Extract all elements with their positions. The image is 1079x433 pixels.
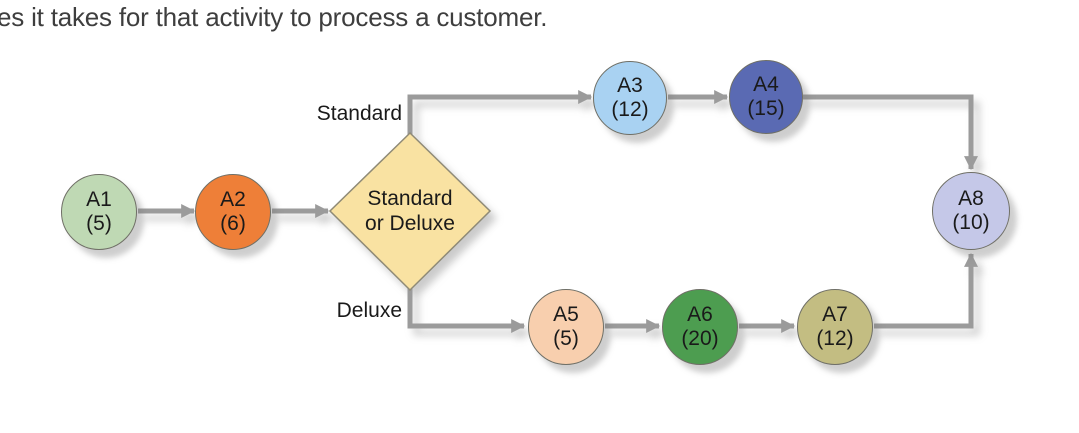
branch-label-standard: Standard	[316, 102, 402, 125]
node-a8-time: (10)	[952, 211, 990, 234]
edge-a4-a8	[803, 94, 978, 171]
node-a1: A1 (5)	[61, 174, 137, 250]
node-a3: A3 (12)	[593, 61, 667, 135]
node-a8: A8 (10)	[932, 172, 1010, 250]
edge-decision-a3	[407, 90, 593, 140]
node-a3-time: (12)	[611, 98, 649, 121]
node-a3-label: A3	[617, 74, 643, 97]
node-a4-time: (15)	[747, 97, 785, 120]
decision-label-line1: Standard	[367, 187, 453, 210]
decision-node-label: Standard or Deluxe	[330, 186, 490, 236]
node-a2-label: A2	[220, 188, 246, 211]
node-a6-time: (20)	[681, 327, 719, 350]
edge-a7-a8	[874, 252, 978, 329]
node-a4-label: A4	[753, 73, 779, 96]
node-a2: A2 (6)	[195, 174, 271, 250]
decision-diamond-shape	[328, 131, 492, 292]
caption-text-fragment: es it takes for that activity to process…	[0, 2, 548, 32]
node-a5-time: (5)	[553, 327, 579, 350]
node-a6-label: A6	[687, 303, 713, 326]
decision-label-line2: or Deluxe	[365, 212, 455, 235]
node-a7-time: (12)	[816, 327, 854, 350]
node-a6: A6 (20)	[662, 289, 738, 365]
edge-decision-a5	[407, 283, 526, 333]
node-a7-label: A7	[822, 303, 848, 326]
node-a1-time: (5)	[86, 212, 112, 235]
node-a4: A4 (15)	[729, 60, 803, 134]
node-a5-label: A5	[553, 303, 579, 326]
node-a1-label: A1	[86, 188, 112, 211]
node-a5: A5 (5)	[528, 289, 604, 365]
branch-label-deluxe: Deluxe	[336, 299, 402, 322]
node-a8-label: A8	[958, 187, 984, 210]
node-a2-time: (6)	[220, 212, 246, 235]
node-a7: A7 (12)	[797, 289, 873, 365]
